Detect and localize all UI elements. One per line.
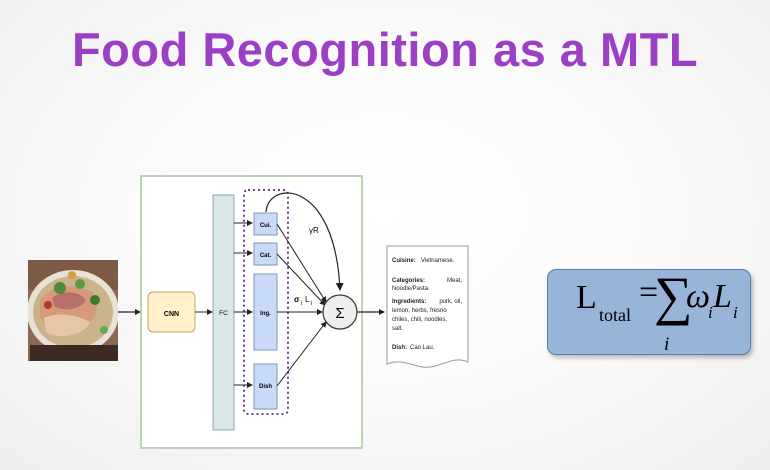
doc-cuisine-key: Cuisine: bbox=[392, 258, 416, 264]
formula-L-subscript: i bbox=[733, 303, 738, 322]
task-box-dish bbox=[253, 363, 278, 410]
task-label-ingredients: Ing. bbox=[260, 311, 271, 317]
l-sub: i bbox=[311, 301, 312, 307]
loss-formula: L total = ∑ ω i L i i bbox=[548, 266, 748, 355]
food-image bbox=[28, 260, 118, 361]
arrow-cat-to-sum bbox=[276, 253, 326, 306]
doc-categories-value2: Noodle/Pasta. bbox=[392, 286, 430, 292]
formula-total-subscript: total bbox=[599, 305, 631, 325]
sigma-sub: i bbox=[301, 301, 302, 307]
formula-omega-subscript: i bbox=[708, 303, 713, 322]
output-document bbox=[386, 245, 469, 368]
doc-dish-key: Dish: bbox=[392, 345, 407, 351]
formula-sum-index: i bbox=[664, 334, 670, 355]
formula-equals: = bbox=[639, 274, 659, 311]
formula-sum: ∑ bbox=[654, 266, 693, 326]
doc-ingredients-l2: lemon, herbs, fresno bbox=[392, 308, 447, 314]
l-label: L bbox=[305, 295, 310, 304]
gamma-label: γR bbox=[309, 226, 319, 235]
doc-ingredients-l1: pork, oil, bbox=[439, 299, 462, 305]
doc-ingredients-l3: chiles, chili, noodles, bbox=[392, 317, 447, 323]
fc-label: FC bbox=[219, 310, 228, 317]
formula-Li: L bbox=[713, 278, 732, 315]
formula-box bbox=[547, 269, 751, 355]
doc-ingredients-l4: salt. bbox=[392, 326, 403, 332]
sigma-label: σ bbox=[294, 295, 300, 304]
slide-title: Food Recognition as a MTL bbox=[71, 23, 699, 76]
task-label-dish: Dish bbox=[259, 384, 272, 390]
arrow-dish-to-sum bbox=[276, 321, 327, 387]
task-group-frame bbox=[243, 189, 289, 415]
task-label-category: Cat. bbox=[260, 253, 272, 259]
regularization-arrow bbox=[265, 192, 344, 291]
formula-omega: ω bbox=[686, 278, 711, 315]
doc-categories-key: Categories: bbox=[392, 278, 425, 284]
sum-symbol: Σ bbox=[335, 305, 344, 322]
arrow-cui-to-sum bbox=[276, 223, 327, 303]
doc-dish-value: Cao Lau. bbox=[410, 345, 435, 351]
doc-categories-value: Meat, bbox=[447, 278, 462, 284]
formula-L: L bbox=[576, 279, 597, 316]
doc-cuisine-value: Vietnamese. bbox=[421, 258, 455, 264]
cnn-label: CNN bbox=[164, 311, 179, 318]
task-label-cuisine: Cui. bbox=[260, 223, 272, 229]
doc-ingredients-key: Ingredients: bbox=[392, 299, 426, 305]
